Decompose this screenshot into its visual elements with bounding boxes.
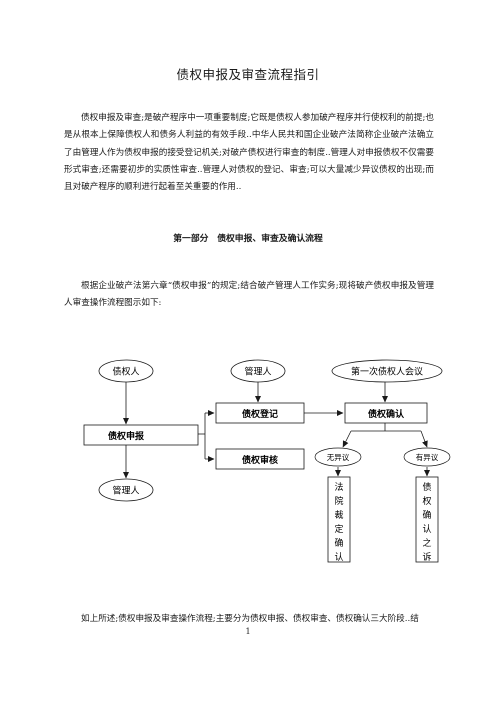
court-ruling-char: 定 bbox=[334, 523, 343, 535]
arrow-to-no-objection bbox=[342, 430, 352, 448]
registration-node bbox=[215, 402, 305, 424]
court-ruling-char: 确 bbox=[334, 537, 343, 549]
page-number: 1 bbox=[245, 627, 251, 636]
creditor-node bbox=[98, 359, 154, 383]
court-ruling-char: 认 bbox=[334, 551, 343, 563]
confirmation-label: 债权确认 bbox=[368, 408, 405, 420]
court-ruling-node bbox=[327, 476, 351, 563]
document-title: 债权申报及审查流程指引 bbox=[176, 67, 320, 82]
objection-label: 有异议 bbox=[416, 452, 439, 462]
court-ruling-char: 院 bbox=[334, 495, 343, 507]
administrator-bottom-label: 管理人 bbox=[112, 485, 139, 497]
no-objection-label: 无异议 bbox=[327, 453, 350, 462]
registration-label: 债权登记 bbox=[242, 408, 278, 420]
arrow-to-objection bbox=[420, 430, 428, 448]
intro-paragraph: 债权申报及审查;是破产程序中一项重要制度;它既是债权人参加破产程序并行使权利的前… bbox=[64, 113, 434, 193]
objection-node bbox=[403, 447, 451, 467]
court-ruling-char: 法 bbox=[334, 481, 343, 493]
lawsuit-char: 之 bbox=[422, 537, 431, 549]
administrator-top-label: 管理人 bbox=[244, 366, 271, 378]
lawsuit-node bbox=[415, 476, 439, 563]
administrator-bottom-node bbox=[98, 478, 154, 502]
lawsuit-char: 权 bbox=[422, 495, 431, 507]
first-meeting-label: 第一次债权人会议 bbox=[351, 366, 423, 378]
creditor-label: 债权人 bbox=[112, 366, 139, 378]
summary-paragraph: 如上所述;债权申报及审查操作流程;主要分为债权申报、债权审查、债权确认三大阶段.… bbox=[81, 614, 419, 624]
no-objection-node bbox=[314, 447, 362, 467]
declaration-node bbox=[83, 424, 199, 446]
administrator-top-node bbox=[230, 359, 286, 383]
flow-intro-paragraph: 根据企业破产法第六章“债权申报”的规定;结合破产管理人工作实务;现将破产债权申报… bbox=[64, 281, 434, 309]
review-label: 债权审核 bbox=[242, 454, 278, 466]
lawsuit-char: 确 bbox=[422, 509, 431, 521]
declaration-label: 债权申报 bbox=[108, 430, 144, 442]
lawsuit-char: 诉 bbox=[422, 551, 431, 563]
confirmation-node bbox=[344, 402, 428, 424]
section-heading: 第一部分 债权申报、审查及确认流程 bbox=[173, 234, 323, 244]
lawsuit-char: 债 bbox=[422, 481, 431, 493]
court-ruling-char: 裁 bbox=[334, 509, 343, 521]
first-meeting-node bbox=[331, 359, 443, 383]
review-node bbox=[215, 448, 305, 470]
lawsuit-char: 认 bbox=[422, 523, 431, 535]
